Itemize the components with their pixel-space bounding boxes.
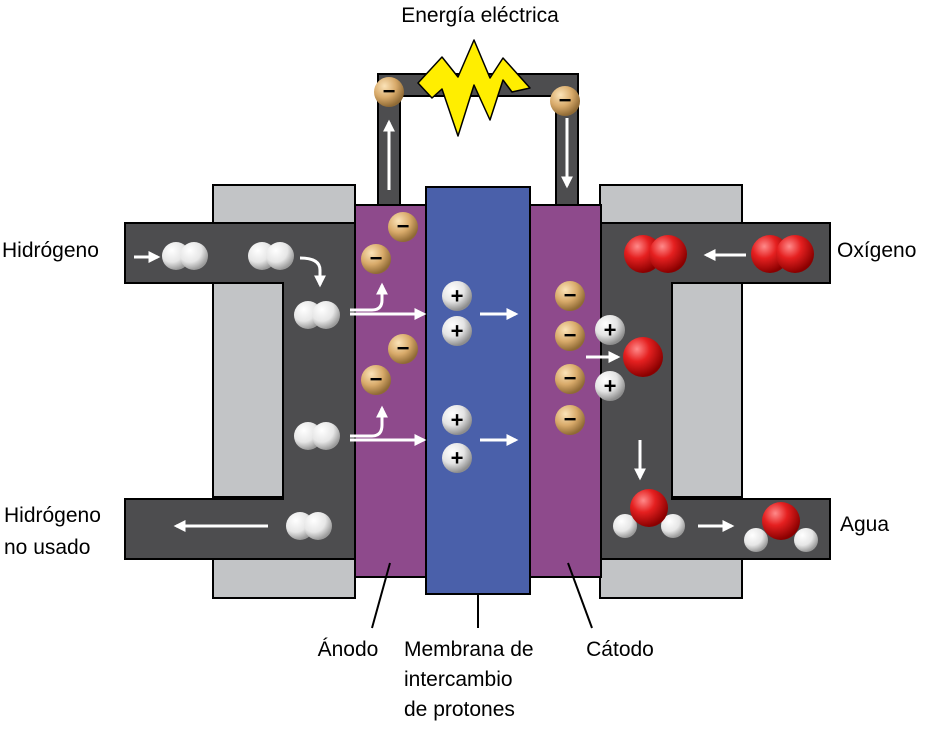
water-molecule-icon: [613, 489, 685, 538]
membrane-label: intercambio: [404, 668, 513, 691]
svg-text:−: −: [383, 79, 396, 104]
cathode-label: Cátodo: [586, 638, 654, 661]
proton-icon: +: [442, 316, 472, 346]
electron-icon: −: [361, 244, 391, 274]
electron-icon: −: [550, 86, 580, 116]
svg-text:+: +: [604, 318, 617, 343]
hydrogen-molecule-icon: [248, 242, 294, 270]
electron-icon: −: [555, 405, 585, 435]
svg-text:−: −: [564, 366, 577, 391]
membrane-label: de protones: [404, 698, 515, 721]
proton-icon: +: [442, 405, 472, 435]
oxygen-atom-icon: [623, 337, 663, 377]
energy-label: Energía eléctrica: [401, 4, 559, 27]
svg-text:+: +: [451, 408, 464, 433]
proton-icon: +: [442, 443, 472, 473]
unused-hydrogen-label: no usado: [4, 536, 90, 559]
electron-icon: −: [361, 365, 391, 395]
zigzag-energy-icon: [417, 39, 531, 137]
proton-icon: +: [442, 281, 472, 311]
leader-lines: [371, 562, 593, 629]
flow-arrows: [134, 249, 746, 532]
electron-icon: −: [555, 321, 585, 351]
unused-hydrogen-label: Hidrógeno: [4, 504, 101, 527]
electron-icon: −: [555, 364, 585, 394]
oxygen-label: Oxígeno: [837, 239, 916, 262]
electron-icon: −: [374, 77, 404, 107]
svg-text:−: −: [397, 336, 410, 361]
svg-text:+: +: [451, 446, 464, 471]
water-molecule-icon: [744, 502, 818, 552]
right-frame: [599, 184, 743, 599]
electron-icon: −: [388, 212, 418, 242]
hydrogen-label: Hidrógeno: [2, 239, 99, 262]
membrane-label: Membrana de: [404, 638, 534, 661]
svg-text:+: +: [451, 284, 464, 309]
oxygen-molecule-icon: [624, 235, 687, 273]
svg-text:−: −: [370, 367, 383, 392]
water-label: Agua: [840, 513, 889, 536]
unused-hydrogen-molecule-icon: [286, 512, 332, 540]
svg-text:−: −: [564, 283, 577, 308]
svg-text:−: −: [559, 88, 572, 113]
electron-icon: −: [388, 334, 418, 364]
svg-text:+: +: [604, 374, 617, 399]
hydrogen-molecule-icon: [294, 301, 340, 329]
anode-label: Ánodo: [318, 638, 379, 661]
svg-text:−: −: [370, 246, 383, 271]
svg-text:+: +: [451, 319, 464, 344]
proton-icon: +: [595, 315, 625, 345]
svg-text:−: −: [564, 323, 577, 348]
hydrogen-molecule-icon: [162, 242, 208, 270]
proton-icon: +: [595, 371, 625, 401]
svg-text:−: −: [564, 407, 577, 432]
electron-icon: −: [555, 281, 585, 311]
oxygen-molecule-icon: [751, 235, 814, 273]
right-gas-channel: [599, 222, 831, 560]
svg-text:−: −: [397, 214, 410, 239]
proton-exchange-membrane: [425, 186, 531, 595]
hydrogen-molecule-icon: [294, 422, 340, 450]
